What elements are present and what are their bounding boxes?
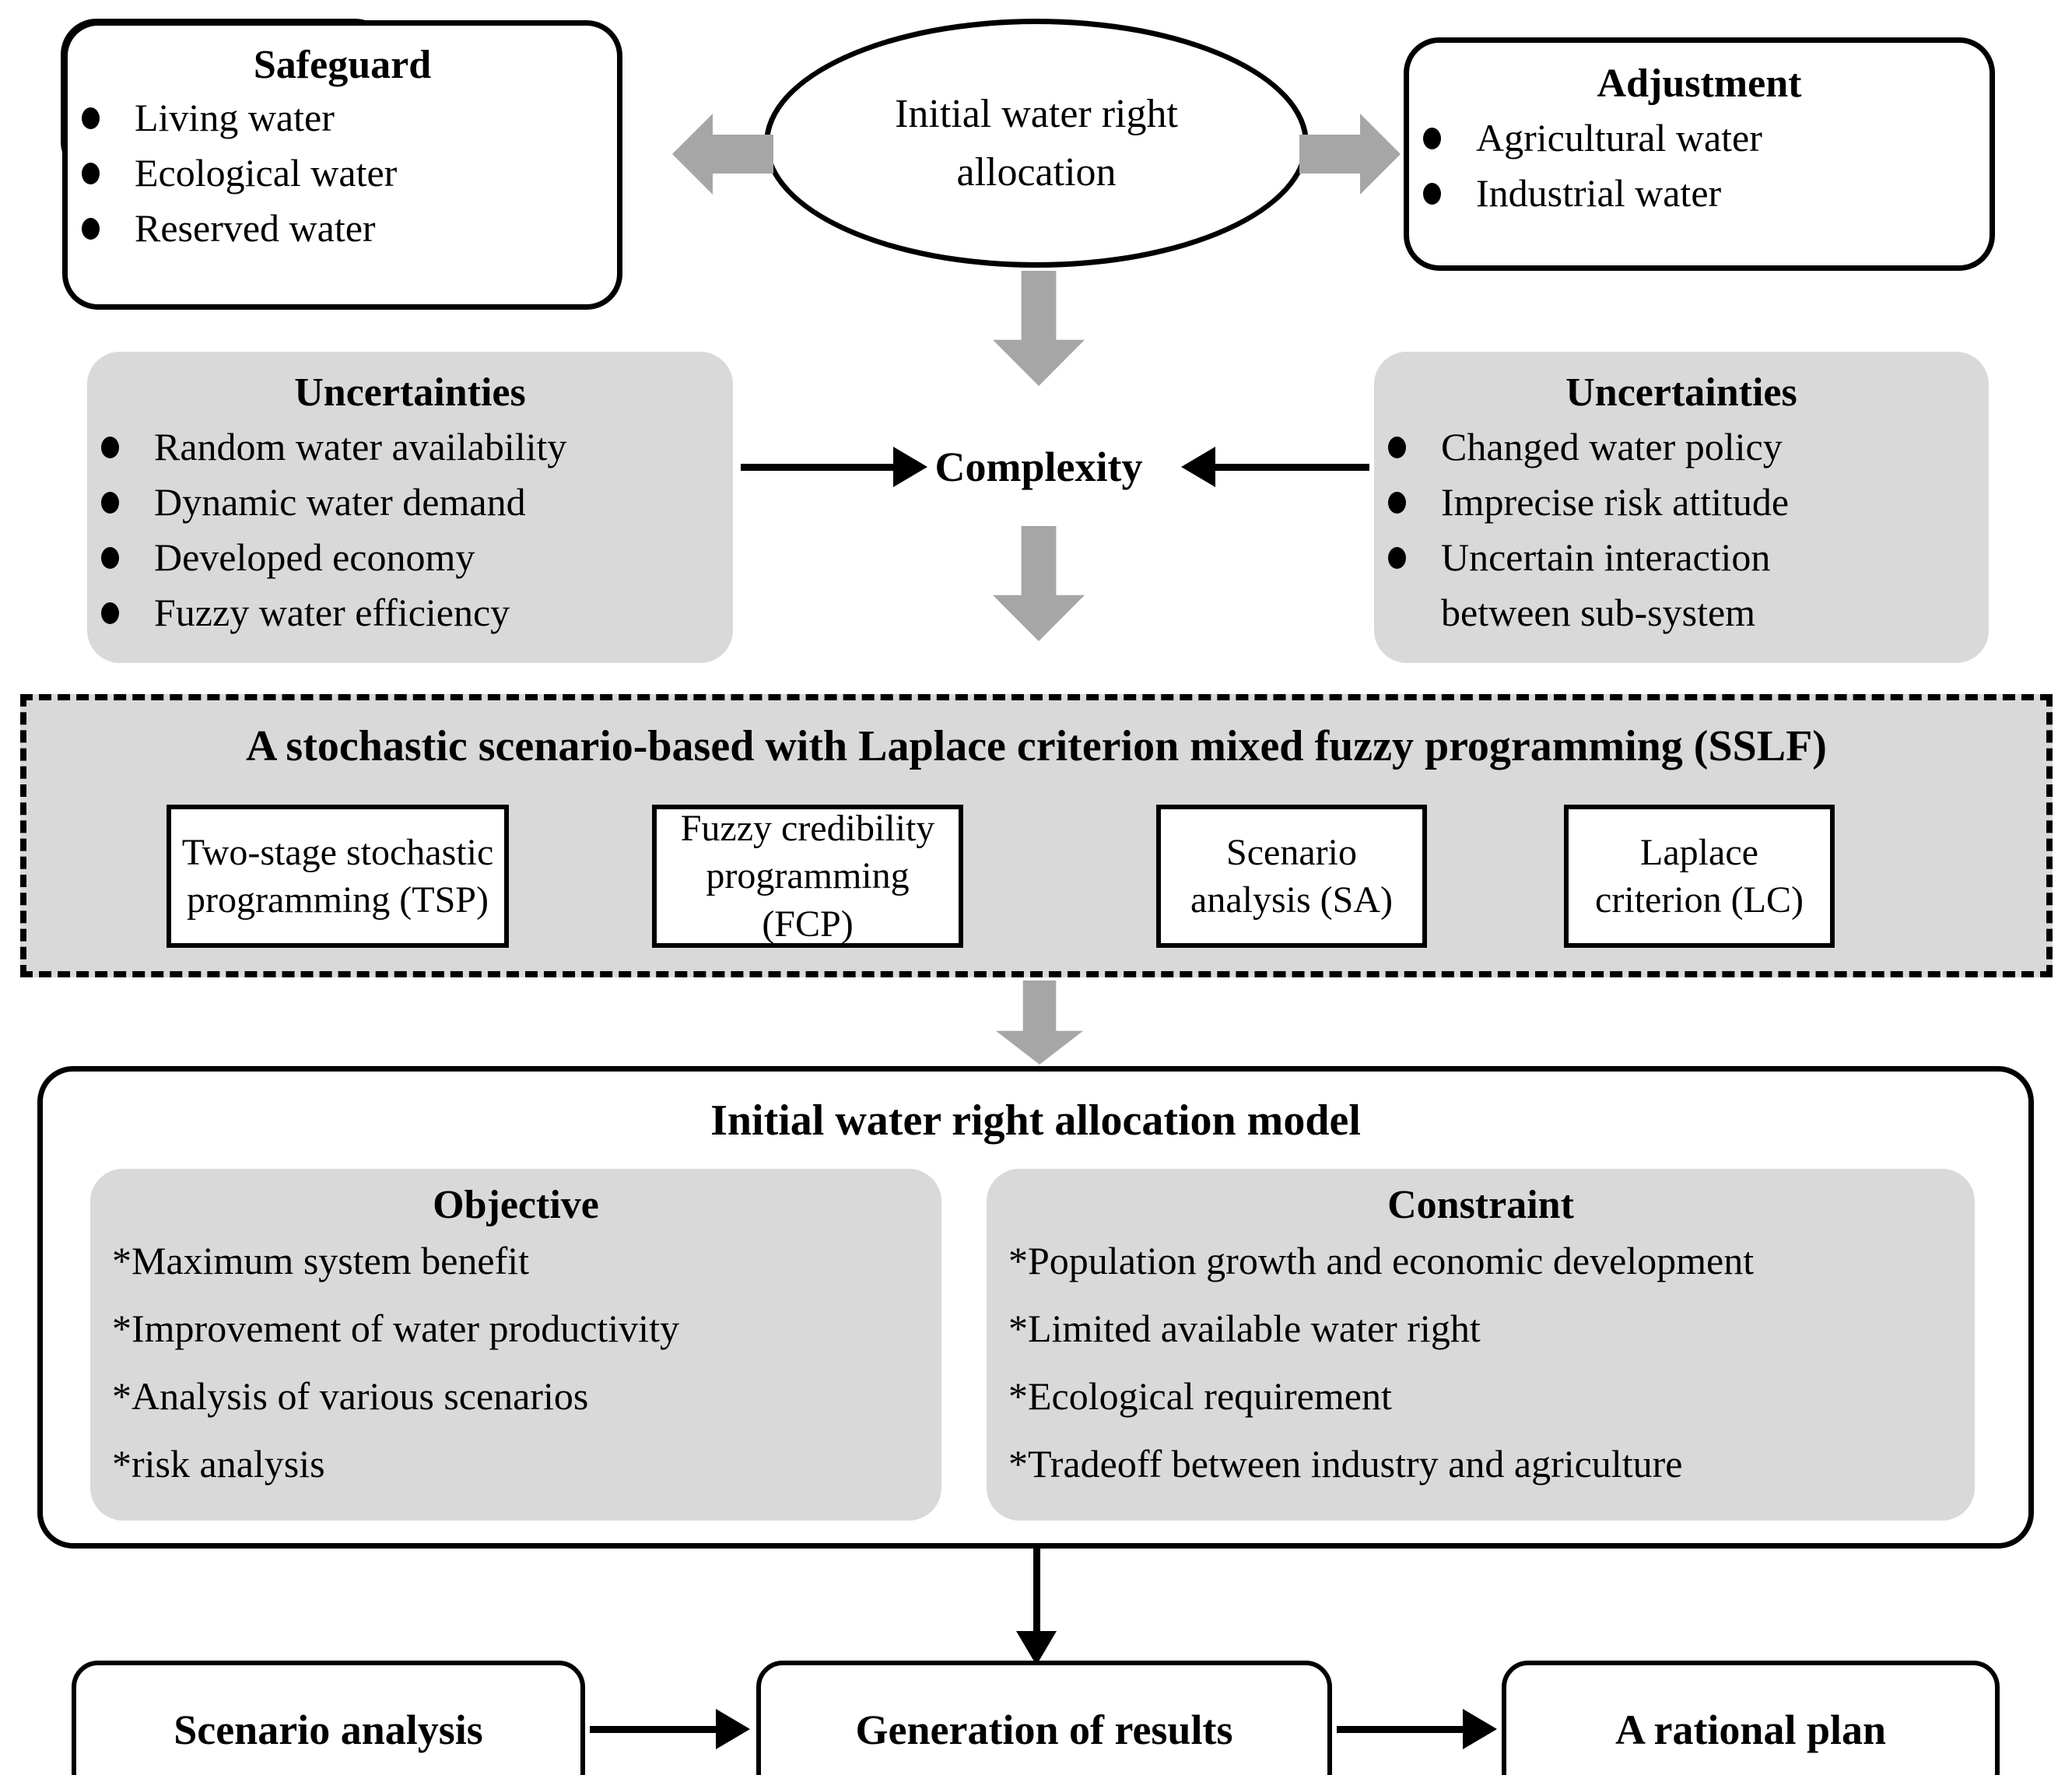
- model-title: Initial water right allocation model: [710, 1096, 1361, 1145]
- bullet-icon: [82, 218, 100, 240]
- list-item: Changed water policy: [1374, 422, 1989, 472]
- sslf-method-sa-line-1: Scenario: [1226, 831, 1357, 873]
- list-item: *Ecological requirement: [1008, 1374, 1392, 1419]
- arrow-ellipse-to-adjustment: [1299, 114, 1401, 195]
- list-item: Dynamic water demand: [87, 477, 733, 528]
- list-item: Agricultural water: [1409, 113, 1990, 163]
- list-item: Imprecise risk attitude: [1374, 477, 1989, 528]
- rational-plan-box: A rational plan: [1502, 1661, 2000, 1775]
- ellipse-line-2: allocation: [956, 150, 1117, 195]
- objective-list: *Maximum system benefit *Improvement of …: [90, 1236, 941, 1489]
- sslf-method-lc-line-1: Laplace: [1640, 831, 1758, 873]
- generation-of-results-label: Generation of results: [855, 1706, 1233, 1753]
- uncertainties-left-box: Uncertainties Random water availability …: [87, 352, 733, 663]
- arrow-left-uncertainties-to-complexity-head: [893, 447, 927, 487]
- list-item: Living water: [68, 93, 617, 143]
- bullet-icon: [82, 107, 100, 130]
- sslf-method-tsp-line-1: Two-stage stochastic: [181, 831, 494, 873]
- bullet-icon: [1388, 492, 1406, 514]
- list-item: *Maximum system benefit: [112, 1239, 530, 1283]
- constraint-list: *Population growth and economic developm…: [987, 1236, 1975, 1489]
- sslf-method-fcp-line-1: Fuzzy credibility: [680, 807, 935, 849]
- arrow-scenario-to-generation-line: [590, 1726, 719, 1733]
- arrow-sslf-to-model: [996, 980, 1083, 1065]
- safeguard-title: Safeguard: [253, 43, 432, 87]
- arrow-left-uncertainties-to-complexity-line: [741, 464, 896, 471]
- arrow-ellipse-to-complexity: [993, 271, 1085, 386]
- list-item: *Analysis of various scenarios: [112, 1374, 589, 1419]
- safeguard-outer: Safeguard Living water Ecological water …: [62, 20, 622, 310]
- adjustment-box: Adjustment Agricultural water Industrial…: [1404, 37, 1995, 271]
- list-item: *Limited available water right: [1008, 1307, 1481, 1351]
- constraint-box: Constraint *Population growth and econom…: [987, 1169, 1975, 1521]
- objective-box: Objective *Maximum system benefit *Impro…: [90, 1169, 941, 1521]
- bullet-icon: [1423, 183, 1441, 205]
- bullet-icon: [101, 547, 119, 570]
- ellipse-line-1: Initial water right: [895, 91, 1178, 136]
- arrow-model-to-generation-head: [1016, 1631, 1057, 1665]
- list-item: Ecological water: [68, 148, 617, 198]
- complexity-label: Complexity: [934, 443, 1143, 490]
- uncertainties-right-list: Changed water policy Imprecise risk atti…: [1374, 422, 1989, 638]
- list-item: Reserved water: [68, 203, 617, 254]
- arrow-right-uncertainties-to-complexity-head: [1181, 447, 1215, 487]
- list-item: Random water availability: [87, 422, 733, 472]
- arrow-right-uncertainties-to-complexity-line: [1215, 464, 1369, 471]
- arrow-complexity-to-sslf: [993, 526, 1085, 641]
- list-item: *Tradeoff between industry and agricultu…: [1008, 1442, 1683, 1486]
- bullet-icon: [82, 163, 100, 185]
- uncertainties-right-box: Uncertainties Changed water policy Impre…: [1374, 352, 1989, 663]
- sslf-method-lc: Laplace criterion (LC): [1564, 805, 1835, 948]
- uncertainties-left-list: Random water availability Dynamic water …: [87, 422, 733, 638]
- uncertainties-right-title: Uncertainties: [1565, 370, 1797, 415]
- bullet-icon: [1388, 437, 1406, 459]
- objective-title: Objective: [433, 1183, 599, 1227]
- bullet-icon: [1423, 128, 1441, 150]
- adjustment-title: Adjustment: [1597, 61, 1802, 106]
- bullet-icon: [101, 437, 119, 459]
- sslf-method-sa: Scenario analysis (SA): [1156, 805, 1427, 948]
- adjustment-list: Agricultural water Industrial water: [1409, 113, 1990, 219]
- rational-plan-label: A rational plan: [1614, 1706, 1887, 1753]
- bullet-icon: [101, 602, 119, 625]
- scenario-analysis-box: Scenario analysis: [72, 1661, 585, 1775]
- sslf-method-fcp-line-2: programming (FCP): [706, 855, 910, 945]
- uncertainties-left-title: Uncertainties: [294, 370, 526, 415]
- sslf-title: A stochastic scenario-based with Laplace…: [246, 722, 1827, 770]
- bullet-icon: [101, 492, 119, 514]
- list-item: *Population growth and economic developm…: [1008, 1239, 1755, 1283]
- generation-of-results-box: Generation of results: [756, 1661, 1332, 1775]
- sslf-method-lc-line-2: criterion (LC): [1595, 879, 1804, 921]
- list-item: Fuzzy water efficiency: [87, 588, 733, 638]
- safeguard-list: Living water Ecological water Reserved w…: [68, 93, 617, 254]
- list-item: between sub-system: [1441, 591, 1756, 635]
- arrow-model-to-generation-line: [1033, 1547, 1040, 1639]
- list-item: Uncertain interaction: [1374, 532, 1989, 583]
- constraint-title: Constraint: [1387, 1183, 1574, 1227]
- sslf-method-tsp: Two-stage stochastic programming (TSP): [167, 805, 509, 948]
- arrow-generation-to-plan-line: [1337, 1726, 1466, 1733]
- list-item: Developed economy: [87, 532, 733, 583]
- initial-water-right-allocation-ellipse: Initial water right allocation: [764, 19, 1309, 268]
- arrow-generation-to-plan-head: [1463, 1709, 1497, 1749]
- bullet-icon: [1388, 547, 1406, 570]
- arrow-scenario-to-generation-head: [716, 1709, 750, 1749]
- sslf-method-sa-line-2: analysis (SA): [1190, 879, 1393, 921]
- list-item: Industrial water: [1409, 168, 1990, 219]
- list-item: *Improvement of water productivity: [112, 1307, 679, 1351]
- sslf-method-fcp: Fuzzy credibility programming (FCP): [652, 805, 963, 948]
- list-item: *risk analysis: [112, 1442, 325, 1486]
- sslf-method-tsp-line-2: programming (TSP): [187, 879, 489, 921]
- arrow-ellipse-to-safeguard: [672, 114, 773, 195]
- scenario-analysis-label: Scenario analysis: [174, 1706, 483, 1753]
